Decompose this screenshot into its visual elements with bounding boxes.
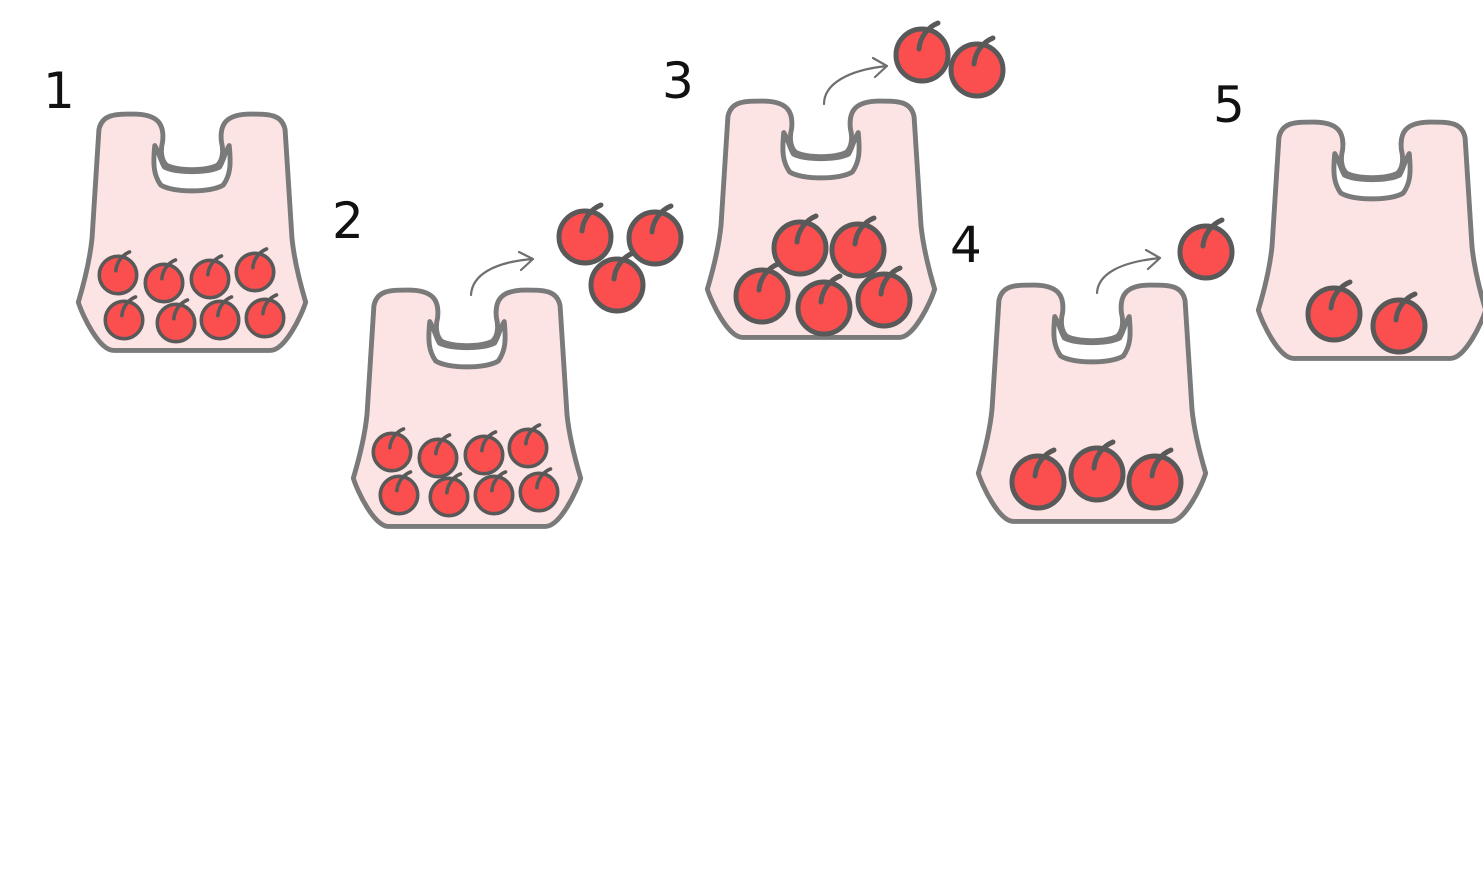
shopping-bag-icon bbox=[1258, 122, 1483, 358]
removed-apples-group bbox=[896, 23, 1003, 96]
step-1 bbox=[78, 114, 305, 350]
step-number-1: 1 bbox=[43, 62, 75, 120]
curved-arrow-icon bbox=[822, 56, 889, 106]
step-number-3: 3 bbox=[662, 52, 694, 110]
removed-apples-group bbox=[1180, 220, 1232, 278]
apple-icon bbox=[896, 23, 948, 81]
apple-icon bbox=[1180, 220, 1232, 278]
curved-arrow-icon bbox=[469, 250, 535, 297]
apple-icon bbox=[629, 206, 681, 264]
apple-icon bbox=[951, 38, 1003, 96]
step-number-5: 5 bbox=[1213, 76, 1245, 134]
step-number-2: 2 bbox=[332, 192, 364, 250]
step-4 bbox=[978, 220, 1232, 521]
curved-arrow-icon bbox=[1095, 248, 1162, 295]
step-number-4: 4 bbox=[950, 216, 982, 274]
apple-icon bbox=[559, 205, 611, 263]
step-5 bbox=[1258, 122, 1483, 358]
step-3 bbox=[707, 23, 1003, 337]
removed-apples-group bbox=[559, 205, 681, 311]
step-2 bbox=[353, 205, 681, 526]
